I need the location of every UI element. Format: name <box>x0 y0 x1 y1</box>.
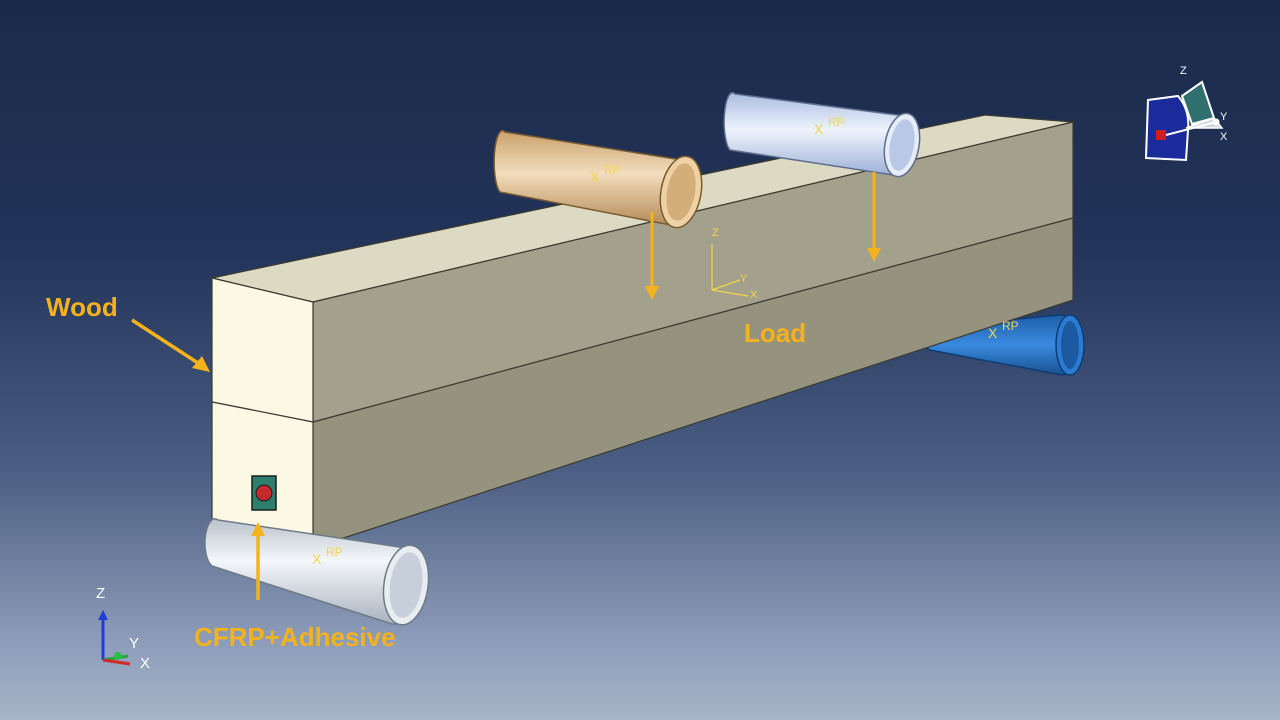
reference-point-white[interactable]: X RP <box>312 545 343 567</box>
global-axis-triad: Z Y X <box>96 585 150 672</box>
svg-text:Y: Y <box>129 635 139 652</box>
svg-text:Z: Z <box>1180 65 1187 77</box>
svg-text:RP: RP <box>604 163 621 177</box>
cfrp-adhesive-annotation: CFRP+Adhesive <box>194 622 396 652</box>
load-annotation: Load <box>744 318 807 348</box>
svg-text:X: X <box>814 121 824 137</box>
svg-text:Y: Y <box>1220 111 1228 123</box>
cfrp-bar-section <box>255 484 273 502</box>
load-arrow-left <box>645 212 659 300</box>
load-roller-left[interactable] <box>493 129 707 231</box>
local-csys: Z Y X <box>711 227 758 301</box>
svg-text:RP: RP <box>326 545 343 559</box>
svg-text:X: X <box>988 325 998 341</box>
svg-text:X: X <box>750 289 758 301</box>
svg-text:X: X <box>590 169 600 185</box>
svg-text:Z: Z <box>712 227 719 239</box>
reference-point-orange[interactable]: X RP <box>590 163 621 185</box>
wood-annotation: Wood <box>46 292 118 322</box>
cfrp-callout-arrow <box>251 522 265 600</box>
reference-point-blue[interactable]: X RP <box>988 319 1019 341</box>
beam-end-face-upper <box>211 277 314 423</box>
wood-callout-arrow <box>131 318 210 372</box>
svg-text:X: X <box>312 551 322 567</box>
svg-text:Z: Z <box>96 585 105 602</box>
load-roller-right[interactable] <box>723 91 924 180</box>
view-cube[interactable]: Z Y X <box>1144 65 1228 162</box>
wood-beam[interactable] <box>211 114 1074 549</box>
svg-text:Y: Y <box>740 273 748 285</box>
support-roller-left[interactable] <box>204 518 433 628</box>
svg-text:X: X <box>1220 131 1228 143</box>
svg-text:X: X <box>140 655 150 672</box>
svg-text:RP: RP <box>1002 319 1019 333</box>
svg-text:RP: RP <box>828 115 845 129</box>
reference-point-lightblue[interactable]: X RP <box>814 115 845 137</box>
cfrp-adhesive-section[interactable] <box>251 475 277 511</box>
load-arrow-right <box>867 172 881 262</box>
